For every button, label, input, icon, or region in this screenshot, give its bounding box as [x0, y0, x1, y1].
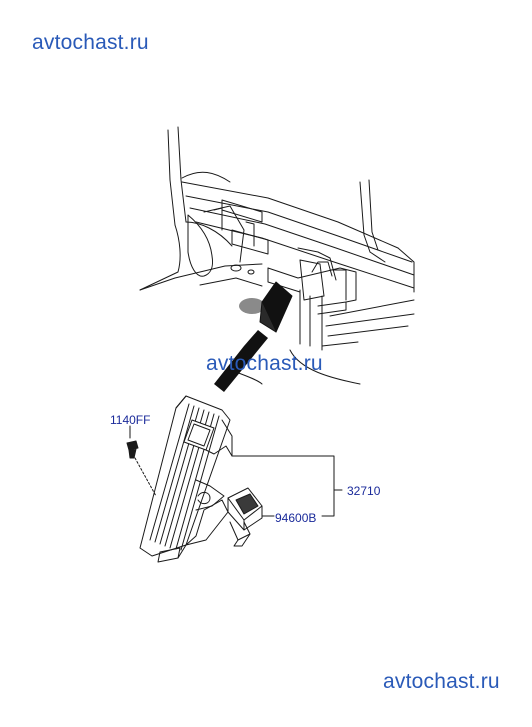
sensor-94600b: [227, 487, 263, 547]
part-label-94600b[interactable]: 94600B: [275, 511, 317, 525]
watermark-bottom: avtochast.ru: [383, 670, 500, 693]
bolt-1140ff: [126, 425, 157, 497]
mount-indicator-arrow: [214, 281, 293, 392]
part-label-32710[interactable]: 32710: [347, 484, 381, 498]
part-label-1140ff[interactable]: 1140FF: [110, 413, 151, 427]
watermark-top: avtochast.ru: [32, 31, 149, 54]
vehicle-body-frame: [139, 126, 415, 385]
leader-lines: [231, 455, 343, 517]
pedal-assembly: [139, 395, 233, 563]
watermark-middle: avtochast.ru: [206, 352, 323, 375]
